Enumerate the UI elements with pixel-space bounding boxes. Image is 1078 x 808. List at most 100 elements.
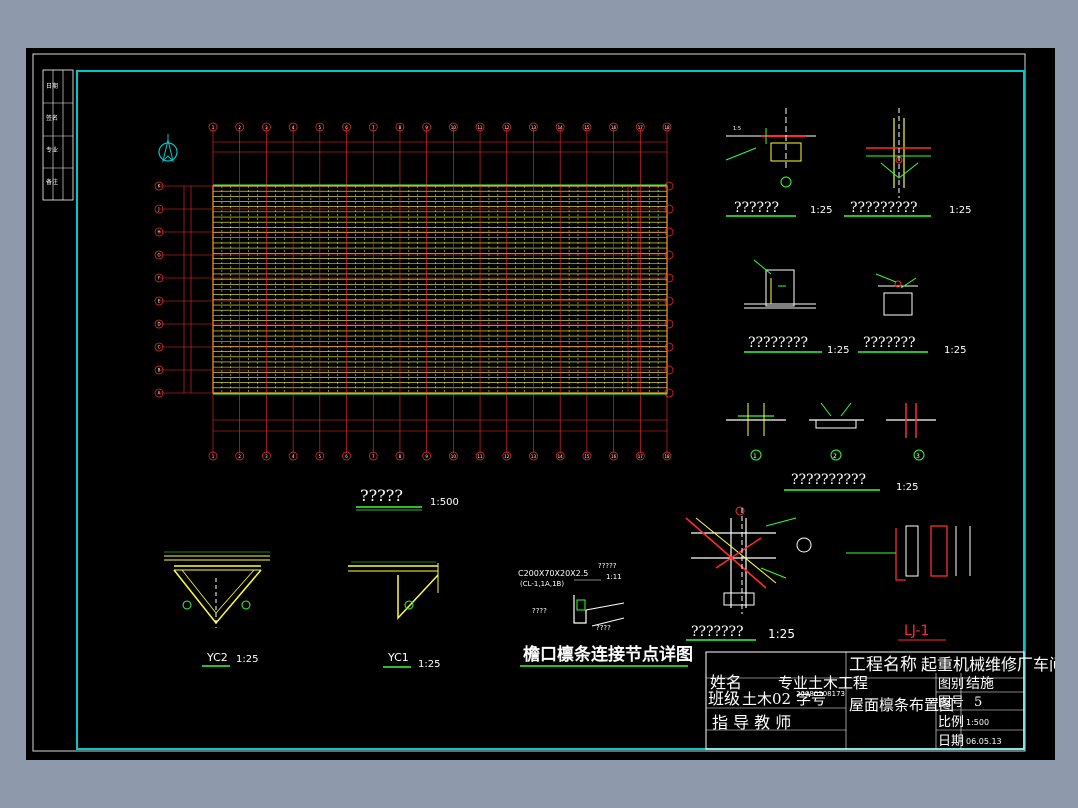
axis-bubble-right	[664, 296, 674, 306]
axis-label-bottom: 13	[531, 454, 537, 459]
detail-4-title: ???????	[863, 335, 916, 351]
axis-bubble-top	[395, 122, 405, 132]
axis-label-top: 16	[611, 125, 617, 130]
detail-3-scale: 1:25	[827, 345, 849, 356]
axis-bubble-bottom	[529, 451, 538, 461]
detail-1-scale: 1:25	[810, 205, 832, 216]
eave-note-2: ????	[532, 607, 547, 615]
axis-label-left: J	[157, 207, 159, 212]
axis-label-left: E	[158, 299, 161, 304]
axis-bubble-left	[154, 342, 164, 352]
axis-bubble-top	[315, 122, 325, 132]
axis-label-left: G	[157, 253, 160, 258]
eave-note-3: ????	[596, 624, 611, 632]
axis-label-bottom: 2	[238, 454, 241, 459]
axis-label-top: 13	[531, 125, 537, 130]
axis-label-top: 2	[238, 125, 241, 130]
date-label: 日期	[938, 734, 964, 749]
axis-bubble-bottom	[635, 451, 645, 461]
axis-bubble-right	[664, 181, 674, 191]
axis-bubble-left	[154, 365, 164, 375]
axis-label-top: 4	[292, 125, 295, 130]
axis-bubble-right	[664, 273, 674, 283]
svg-text:3: 3	[916, 453, 920, 460]
axis-bubble-top	[662, 122, 672, 132]
axis-label-left: B	[158, 368, 161, 373]
axis-bubble-bottom	[449, 451, 458, 461]
axis-bubble-left	[154, 204, 164, 214]
detail-2-title: ?????????	[850, 200, 918, 216]
axis-bubble-left	[154, 273, 164, 283]
eave-note-1: ?????	[598, 562, 617, 570]
axis-bubble-right	[664, 319, 674, 329]
axis-bubble-bottom	[208, 451, 218, 461]
axis-bubble-top	[609, 122, 618, 132]
advisor-label: 指 导 教 师	[712, 713, 791, 732]
axis-bubble-bottom	[235, 451, 245, 461]
axis-label-bottom: 17	[638, 454, 644, 459]
axis-label-left: F	[158, 276, 161, 281]
eave-detail-drawing	[573, 579, 625, 627]
axis-bubble-top	[262, 122, 271, 132]
axis-bubble-top	[475, 122, 485, 132]
axis-label-left: D	[157, 322, 160, 327]
axis-label-bottom: 18	[664, 454, 670, 459]
detail-6-drawing	[685, 506, 812, 614]
main-plan-scale: 1:500	[430, 497, 459, 508]
axis-bubble-top	[208, 122, 218, 132]
title-block	[705, 651, 1025, 750]
axis-bubble-right	[664, 365, 674, 375]
inner-frame	[76, 70, 1025, 750]
axis-bubble-top	[529, 122, 538, 132]
detail-6-scale: 1:25	[768, 627, 795, 641]
lj-1-label: LJ-1	[904, 623, 929, 639]
axis-bubble-top	[235, 122, 245, 132]
detail-6-title: ???????	[691, 624, 744, 640]
axis-label-bottom: 8	[399, 454, 402, 459]
axis-label-bottom: 6	[345, 454, 348, 459]
bracing-yc1-drawing	[348, 561, 439, 620]
axis-label-bottom: 10	[451, 454, 457, 459]
axis-label-bottom: 15	[584, 454, 590, 459]
detail-2-scale: 1:25	[949, 205, 971, 216]
detail-3-drawing	[744, 259, 816, 309]
axis-bubble-right	[664, 388, 674, 398]
axis-bubble-right	[664, 250, 674, 260]
axis-bubble-right	[664, 342, 674, 352]
drawing-name: 屋面檩条布置图	[849, 696, 954, 714]
axis-label-top: 18	[664, 125, 670, 130]
svg-text:1: 1	[753, 453, 757, 460]
yc2-scale: 1:25	[236, 654, 258, 665]
axis-bubble-bottom	[662, 451, 672, 461]
side-stamp-label: 日期	[46, 82, 58, 90]
axis-bubble-left	[154, 319, 164, 329]
axis-bubble-top	[342, 122, 351, 132]
axis-label-top: 12	[504, 125, 510, 130]
detail-3-title: ????????	[748, 335, 808, 351]
axis-label-top: 9	[425, 125, 428, 130]
axis-bubble-bottom	[262, 451, 271, 461]
scale-label: 比例	[938, 715, 964, 730]
axis-label-top: 15	[584, 125, 590, 130]
axis-bubble-top	[555, 122, 565, 132]
axis-bubble-bottom	[475, 451, 485, 461]
axis-label-top: 14	[558, 125, 564, 130]
student-no-label: 学号	[796, 690, 826, 708]
axis-label-bottom: 14	[558, 454, 564, 459]
axis-label-top: 17	[638, 125, 644, 130]
roof-purlin-plan: 1122334455667788991010111112121313141415…	[154, 122, 674, 461]
project-label: 工程名称	[849, 655, 917, 675]
axis-bubble-left	[154, 388, 164, 398]
side-stamp-label: 专业	[46, 146, 58, 154]
axis-label-bottom: 4	[292, 454, 295, 459]
axis-label-bottom: 16	[611, 454, 617, 459]
detail-1-title: ??????	[734, 200, 779, 216]
major-value: 专业土木工程	[778, 674, 868, 692]
axis-label-top: 10	[451, 125, 457, 130]
fig-cat-value: 结施	[966, 676, 994, 692]
axis-bubble-bottom	[422, 451, 431, 461]
yc1-scale: 1:25	[418, 659, 440, 670]
date-value: 06.05.13	[966, 737, 1002, 746]
detail-1-drawing: 1:5	[725, 108, 816, 188]
